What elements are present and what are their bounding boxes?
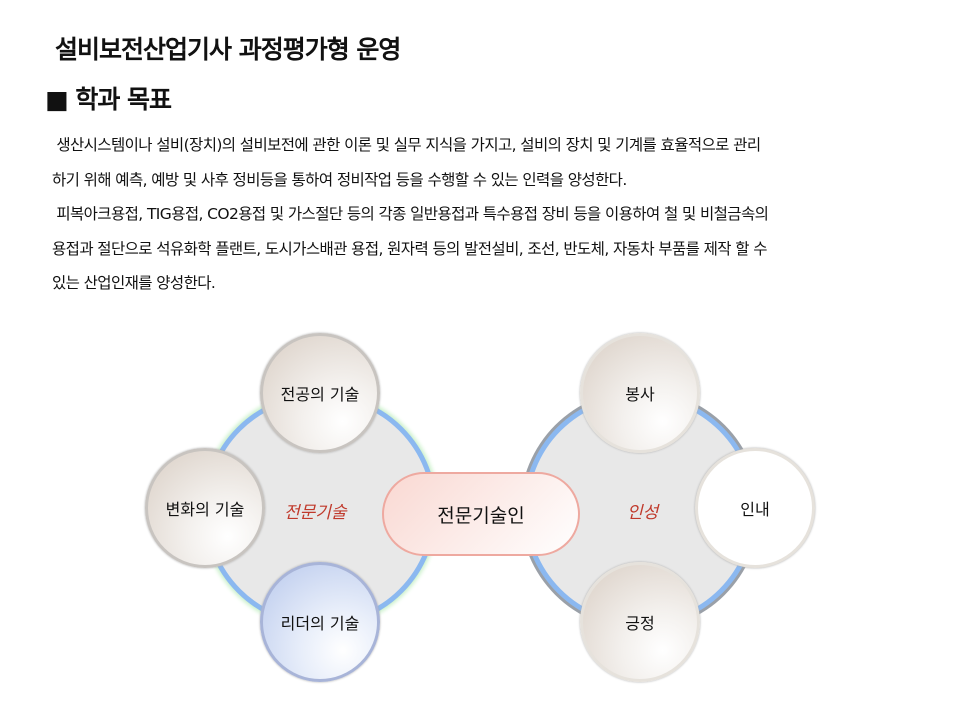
skills-label: 전문기술 [284,503,347,523]
square-bullet-icon: ■ [45,85,69,114]
paragraph-line: 생산시스템이나 설비(장치)의 설비보전에 관한 이론 및 실무 지식을 가지고… [52,136,761,154]
section-heading: ■ 학과 목표 [45,85,172,114]
node-leader-skill: 리더의 기술 [260,562,380,682]
paragraph-line: 하기 위해 예측, 예방 및 사후 정비등을 통하여 정비작업 등을 수행할 수… [52,170,627,189]
center-node: 전문기술인 [382,472,580,556]
node-major-skill: 전공의 기술 [260,333,380,453]
goal-paragraph: 생산시스템이나 설비(장치)의 설비보전에 관한 이론 및 실무 지식을 가지고… [52,128,912,301]
node-patience: 인내 [695,448,815,568]
paragraph-line: 피복아크용접, TIG용접, CO2용접 및 가스절단 등의 각종 일반용접과 … [52,205,769,223]
node-positivity: 긍정 [580,562,700,682]
page-title: 설비보전산업기사 과정평가형 운영 [55,35,401,64]
node-service: 봉사 [580,333,700,453]
node-change-skill: 변화의 기술 [145,448,265,568]
paragraph-line: 용접과 절단으로 석유화학 플랜트, 도시가스배관 용접, 원자력 등의 발전설… [52,239,768,258]
paragraph-line: 있는 산업인재를 양성한다. [52,274,216,292]
character-label: 인성 [627,503,659,523]
